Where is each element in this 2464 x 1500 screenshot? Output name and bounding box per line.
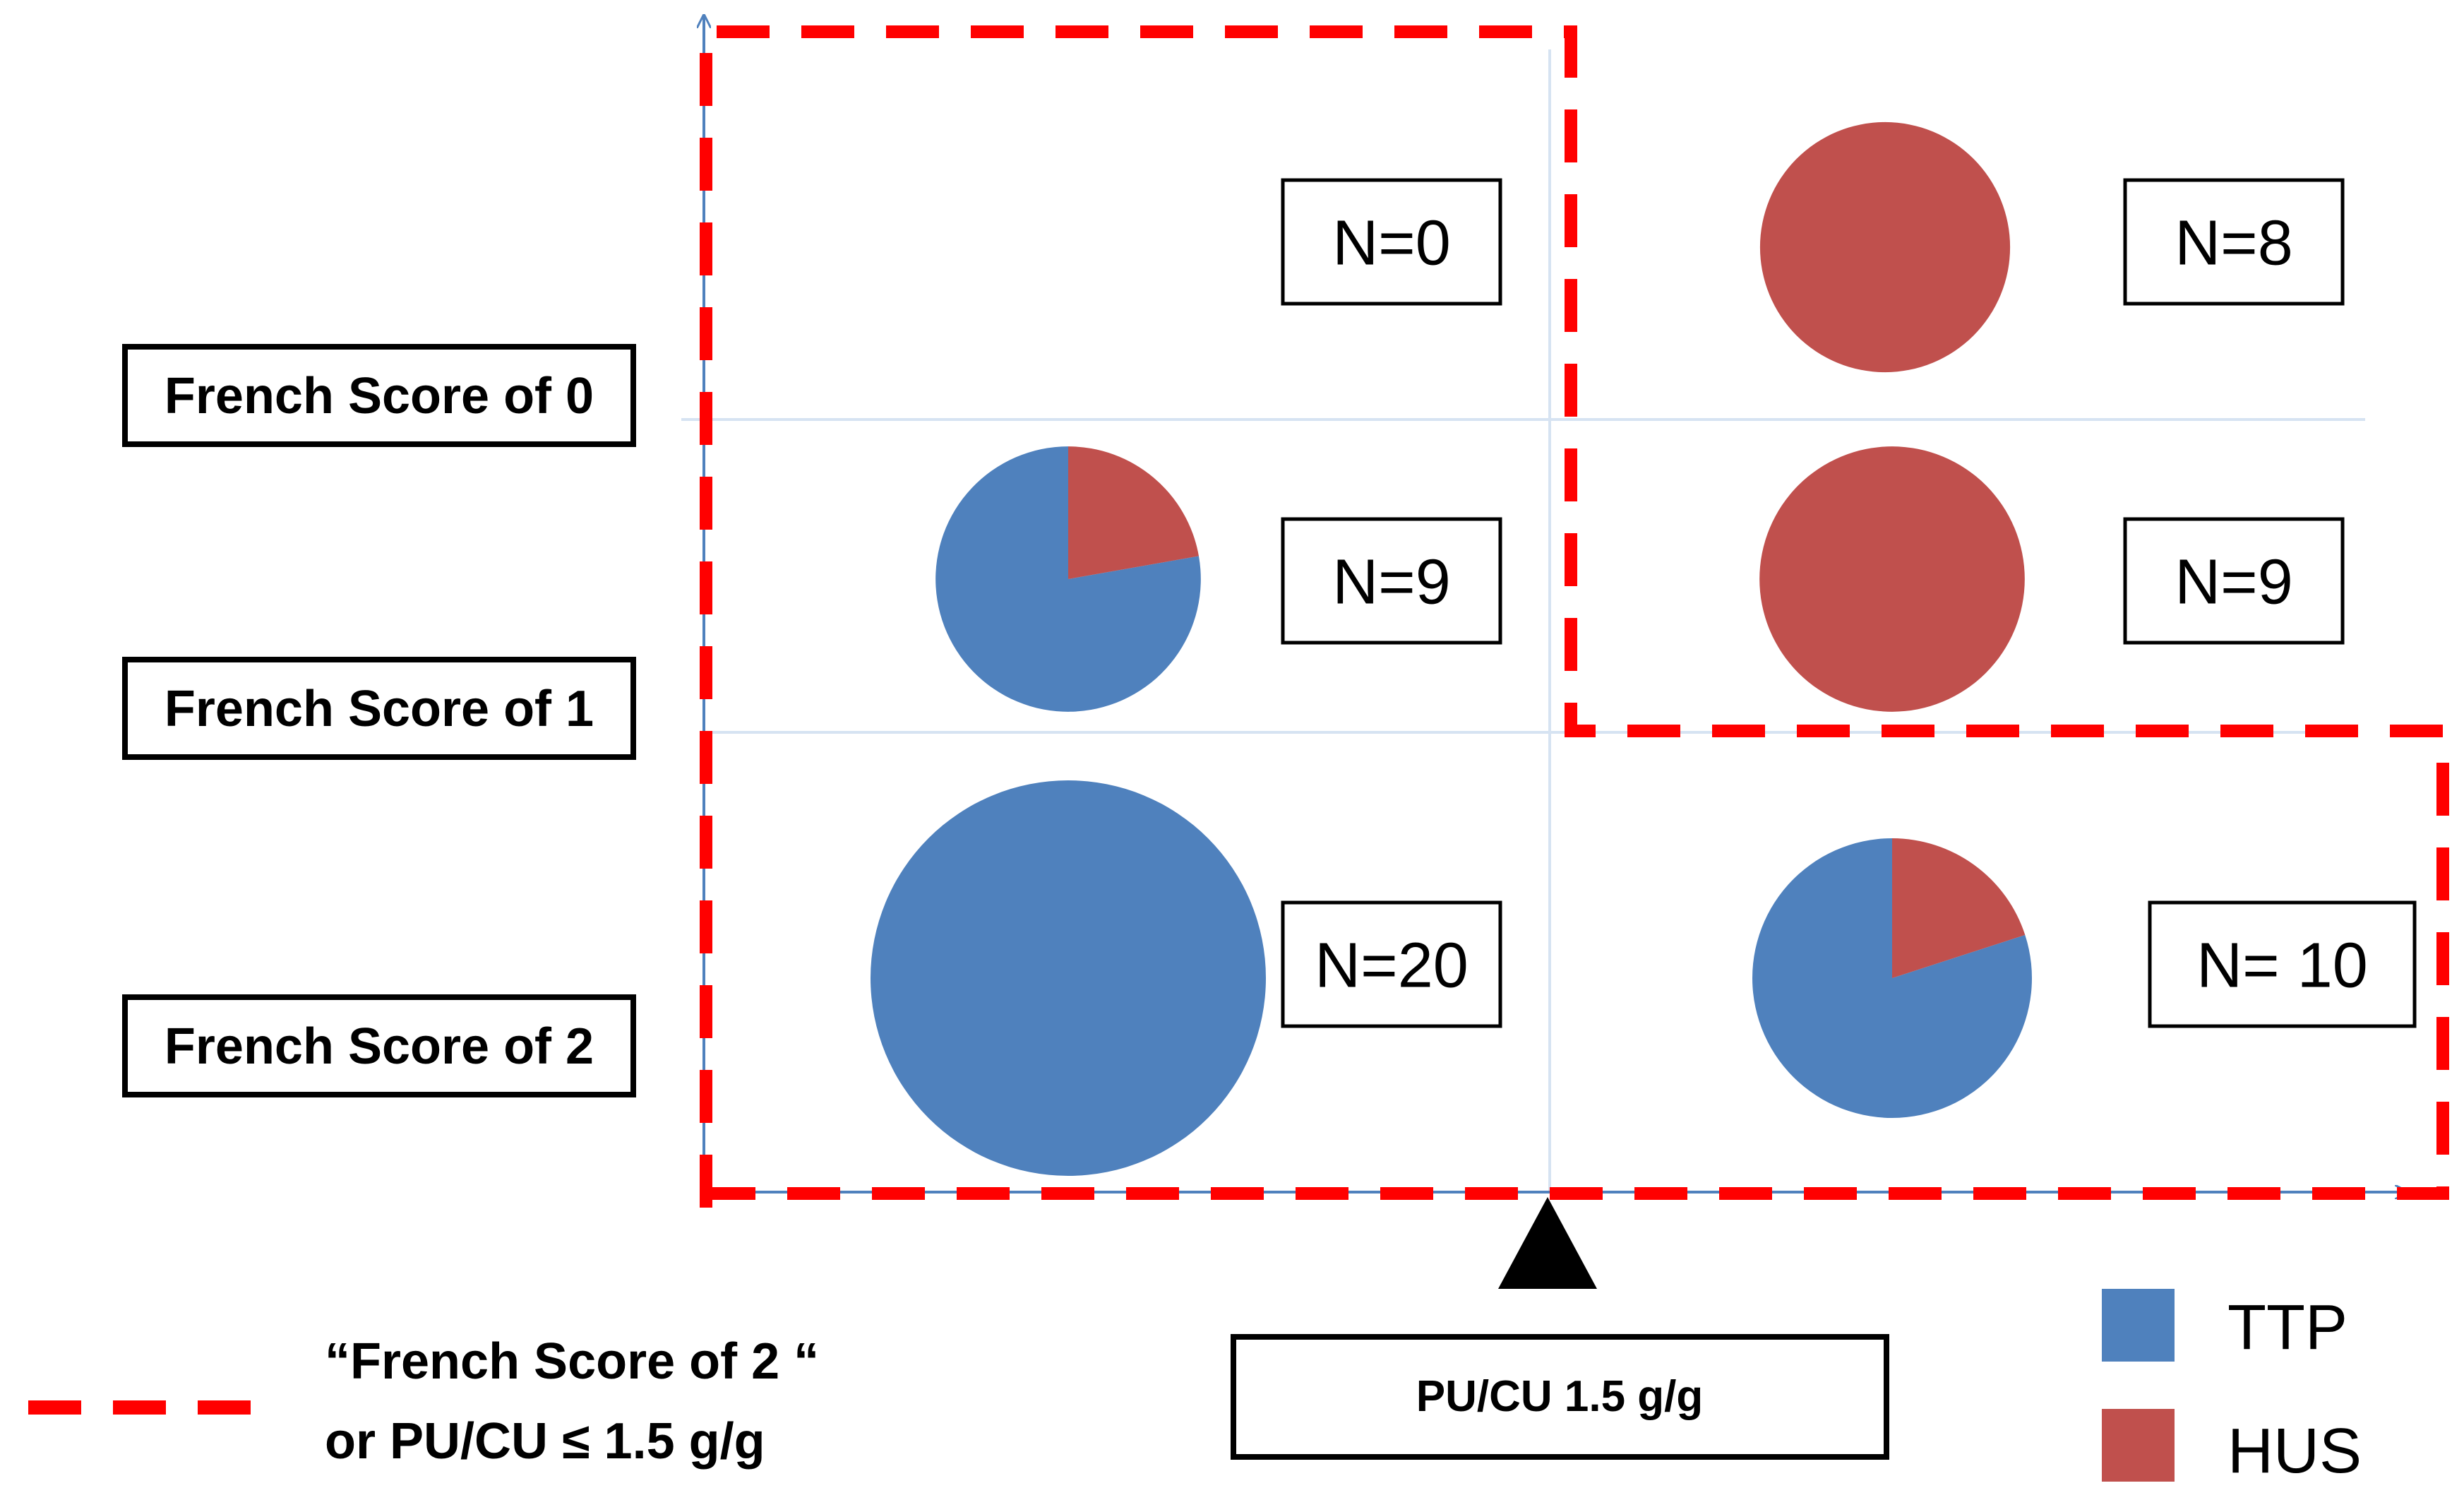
pie-r2-c0 [871,780,1266,1176]
n-label-r1-c0: N=9 [1281,517,1502,645]
dashed-region-outline [700,25,2449,1208]
legend-label-ttp: TTP [2227,1292,2348,1363]
n-label-text: N= 10 [2196,931,2368,1001]
n-label-text: N=8 [2175,208,2293,279]
n-label-r2-c0: N=20 [1281,900,1502,1028]
legend-swatch-ttp [2102,1289,2175,1362]
pie-slice-ttp [871,780,1266,1176]
pie-r2-c1 [1752,838,2032,1118]
pie-slice-hus [1892,838,2026,978]
threshold-label-text: PU/CU 1.5 g/g [1416,1372,1704,1421]
n-label-r0-c0: N=0 [1281,178,1502,306]
row-label-1-text: French Score of 1 [165,681,594,737]
legend-label-hus: HUS [2227,1416,2362,1487]
n-label-text: N=9 [2175,547,2293,618]
row-label-2-text: French Score of 2 [165,1018,594,1075]
row-label-0-text: French Score of 0 [165,368,594,424]
pie-r1-c1 [1759,446,2025,712]
pie-slice-hus [1759,446,2025,712]
row-label-2: French Score of 2 [122,994,636,1097]
legend: TTP HUS [2102,1289,2362,1487]
threshold-triangle-icon [1498,1197,1597,1289]
pie-r1-c0 [935,446,1201,712]
row-label-1: French Score of 1 [122,657,636,760]
region-legend-line1: “French Score of 2 “ [325,1333,819,1390]
row-label-0: French Score of 0 [122,344,636,447]
n-label-text: N=0 [1332,208,1451,279]
legend-swatch-hus [2102,1409,2175,1482]
n-label-text: N=9 [1332,547,1451,618]
n-label-layer: N=0 N=8N=9 N=9N=20 N= 10 [1281,178,2417,1028]
threshold-label: PU/CU 1.5 g/g [1231,1334,1889,1460]
n-label-r0-c1: N=8 [2123,178,2345,306]
pie-slice-hus [1759,121,2011,373]
region-legend-line2: or PU/CU ≤ 1.5 g/g [325,1413,765,1470]
n-label-r1-c1: N=9 [2123,517,2345,645]
n-label-r2-c1: N= 10 [2148,900,2417,1028]
pie-r0-c1 [1759,121,2011,373]
pie-layer [871,121,2032,1176]
pie-slice-hus [1068,446,1199,579]
n-label-text: N=20 [1315,931,1469,1001]
